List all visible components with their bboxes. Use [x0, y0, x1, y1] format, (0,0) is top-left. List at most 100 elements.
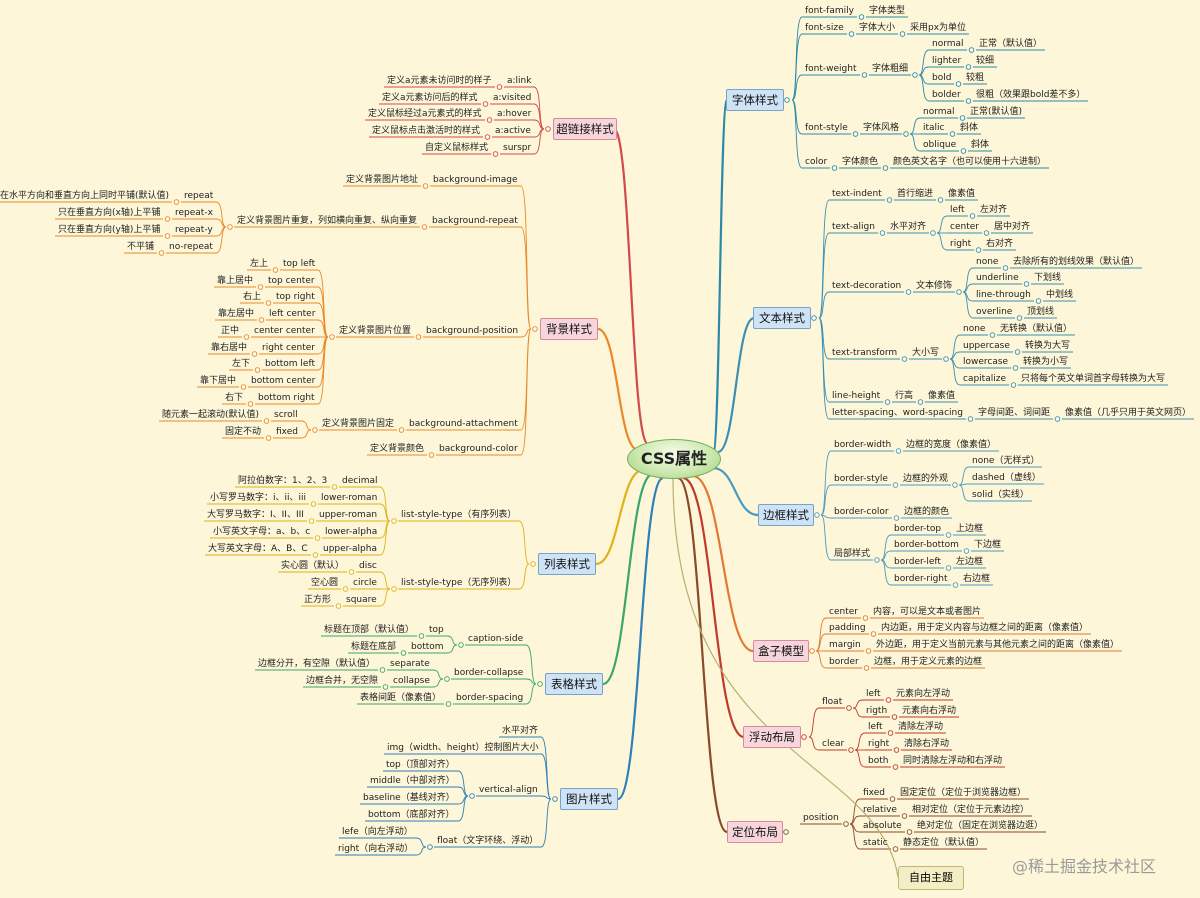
- caption-item-0[interactable]: bottom: [411, 642, 444, 652]
- border-local-item-1[interactable]: 右边框: [963, 574, 991, 584]
- style-item-1[interactable]: 正常(默认值): [970, 107, 1023, 117]
- valign-item-0[interactable]: top（顶部对齐）: [386, 760, 455, 770]
- bg-position-item-1[interactable]: 右上: [243, 292, 262, 302]
- free-topic[interactable]: 自由主题: [898, 866, 964, 890]
- font-size-2[interactable]: 采用px为单位: [910, 23, 967, 33]
- weight-item-0[interactable]: lighter: [932, 56, 962, 66]
- box-item-1[interactable]: 边框，用于定义元素的边框: [874, 657, 983, 667]
- link-item-0[interactable]: a:active: [495, 126, 531, 136]
- unordered-item-1[interactable]: 空心圆: [311, 578, 339, 588]
- weight-item-0[interactable]: bolder: [932, 90, 961, 100]
- clear-item-1[interactable]: 同时清除左浮动和右浮动: [903, 756, 1003, 766]
- font-style-0[interactable]: font-style: [805, 123, 848, 133]
- clear-item-0[interactable]: right: [868, 739, 890, 749]
- weight-item-1[interactable]: 较细: [976, 56, 995, 66]
- border-width-0[interactable]: border-width: [834, 440, 892, 450]
- caption-side-0[interactable]: caption-side: [468, 634, 524, 644]
- list-unordered-0[interactable]: list-style-type（无序列表）: [401, 578, 517, 588]
- ordered-item-0[interactable]: upper-roman: [319, 510, 378, 520]
- font-size-0[interactable]: font-size: [805, 23, 844, 33]
- border-spacing-0[interactable]: border-spacing: [456, 693, 524, 703]
- position-item-1[interactable]: 静态定位（默认值）: [903, 838, 985, 848]
- box-item-0[interactable]: padding: [829, 623, 866, 633]
- transform-item-0[interactable]: none: [963, 324, 986, 334]
- align-item-1[interactable]: 左对齐: [980, 205, 1008, 215]
- font-family-0[interactable]: font-family: [805, 6, 854, 16]
- border-style-item-0[interactable]: solid（实线）: [972, 490, 1029, 500]
- transform-item-1[interactable]: 转换为小写: [1023, 357, 1069, 367]
- position-item-0[interactable]: relative: [863, 805, 897, 815]
- spacing-0[interactable]: letter-spacing、word-spacing: [832, 408, 963, 418]
- topic-box-model[interactable]: 盒子模型: [753, 640, 809, 662]
- bg-attachment-item-0[interactable]: scroll: [274, 410, 298, 420]
- transform-item-0[interactable]: capitalize: [963, 374, 1006, 384]
- bg-attachment-item-1[interactable]: 固定不动: [225, 427, 262, 437]
- border-style-item-0[interactable]: dashed（虚线）: [972, 473, 1041, 483]
- box-item-1[interactable]: 外边距，用于定义当前元素与其他元素之间的距离（像素值）: [876, 640, 1120, 650]
- box-item-1[interactable]: 内容，可以是文本或者图片: [873, 607, 982, 617]
- bg-attachment-item-1[interactable]: 随元素一起滚动(默认值): [162, 410, 260, 420]
- align-item-0[interactable]: center: [950, 222, 979, 232]
- weight-item-1[interactable]: 较粗: [966, 73, 985, 83]
- line-height-0[interactable]: line-height: [832, 391, 881, 401]
- link-item-0[interactable]: a:hover: [497, 109, 532, 119]
- link-item-1[interactable]: 定义鼠标经过a元素式的样式: [368, 109, 482, 119]
- image-float-item-0[interactable]: right（向右浮动）: [338, 844, 414, 854]
- box-item-0[interactable]: center: [829, 607, 858, 617]
- bg-position-item-0[interactable]: center center: [254, 326, 315, 336]
- bg-repeat-1[interactable]: 定义背景图片重复，列如横向重复、纵向重复: [237, 216, 418, 226]
- box-item-0[interactable]: margin: [829, 640, 861, 650]
- font-weight-1[interactable]: 字体粗细: [872, 64, 909, 74]
- unordered-item-0[interactable]: square: [346, 595, 377, 605]
- border-style-item-0[interactable]: none（无样式）: [972, 456, 1040, 466]
- transform-item-1[interactable]: 只将每个英文单词首字母转换为大写: [1021, 374, 1166, 384]
- topic-background-style[interactable]: 背景样式: [540, 318, 598, 340]
- align-item-0[interactable]: left: [950, 205, 965, 215]
- line-height-2[interactable]: 像素值: [928, 391, 956, 401]
- position-item-0[interactable]: absolute: [863, 821, 902, 831]
- bg-repeat-item-1[interactable]: 只在垂直方向(x轴)上平铺: [58, 208, 161, 218]
- text-transform-1[interactable]: 大小写: [912, 348, 940, 358]
- text-indent-1[interactable]: 首行缩进: [897, 189, 934, 199]
- bg-position-item-0[interactable]: bottom left: [265, 359, 315, 369]
- bg-repeat-item-1[interactable]: 只在垂直方向(y轴)上平铺: [58, 225, 161, 235]
- topic-float-layout[interactable]: 浮动布局: [743, 726, 801, 748]
- font-style-1[interactable]: 字体风格: [863, 123, 900, 133]
- transform-item-1[interactable]: 无转换（默认值）: [1000, 324, 1073, 334]
- text-transform-0[interactable]: text-transform: [832, 348, 898, 358]
- position-0[interactable]: position: [803, 813, 839, 823]
- style-item-0[interactable]: normal: [923, 107, 955, 117]
- clear-item-0[interactable]: both: [868, 756, 889, 766]
- topic-text-style[interactable]: 文本样式: [753, 307, 811, 329]
- topic-border-style[interactable]: 边框样式: [758, 504, 814, 526]
- unordered-item-0[interactable]: circle: [353, 578, 377, 588]
- border-color-1[interactable]: 边框的颜色: [904, 507, 950, 517]
- position-item-0[interactable]: static: [863, 838, 888, 848]
- ordered-item-0[interactable]: lower-roman: [321, 493, 378, 503]
- box-item-0[interactable]: border: [829, 657, 859, 667]
- topic-list-style[interactable]: 列表样式: [538, 553, 596, 575]
- transform-item-0[interactable]: lowercase: [963, 357, 1009, 367]
- position-item-1[interactable]: 固定定位（定位于浏览器边框）: [900, 788, 1027, 798]
- clear-0[interactable]: clear: [822, 739, 845, 749]
- weight-item-1[interactable]: 正常（默认值）: [979, 39, 1043, 49]
- unordered-item-0[interactable]: disc: [359, 561, 377, 571]
- image-align-0[interactable]: 水平对齐: [502, 726, 539, 736]
- bg-image-1[interactable]: 定义背景图片地址: [346, 175, 419, 185]
- font-color-1[interactable]: 字体颜色: [842, 157, 879, 167]
- bg-attachment-1[interactable]: 定义背景图片固定: [322, 419, 395, 429]
- link-item-0[interactable]: a:link: [507, 76, 532, 86]
- caption-item-0[interactable]: top: [429, 625, 444, 635]
- font-color-2[interactable]: 颜色英文名字（也可以使用十六进制）: [893, 157, 1047, 167]
- border-local-item-0[interactable]: border-top: [894, 524, 942, 534]
- image-float-0[interactable]: float（文字环绕、浮动）: [437, 836, 539, 846]
- bg-position-item-0[interactable]: right center: [262, 343, 315, 353]
- caption-item-1[interactable]: 标题在顶部（默认值）: [324, 625, 415, 635]
- valign-item-0[interactable]: middle（中部对齐）: [370, 776, 455, 786]
- unordered-item-1[interactable]: 实心圆（默认）: [281, 561, 345, 571]
- clear-item-1[interactable]: 清除右浮动: [904, 739, 950, 749]
- ordered-item-1[interactable]: 小写罗马数字：i、ii、iii: [210, 493, 307, 503]
- border-collapse-0[interactable]: border-collapse: [454, 668, 524, 678]
- decoration-item-0[interactable]: none: [976, 257, 999, 267]
- ordered-item-1[interactable]: 阿拉伯数字：1、2、3: [238, 476, 328, 486]
